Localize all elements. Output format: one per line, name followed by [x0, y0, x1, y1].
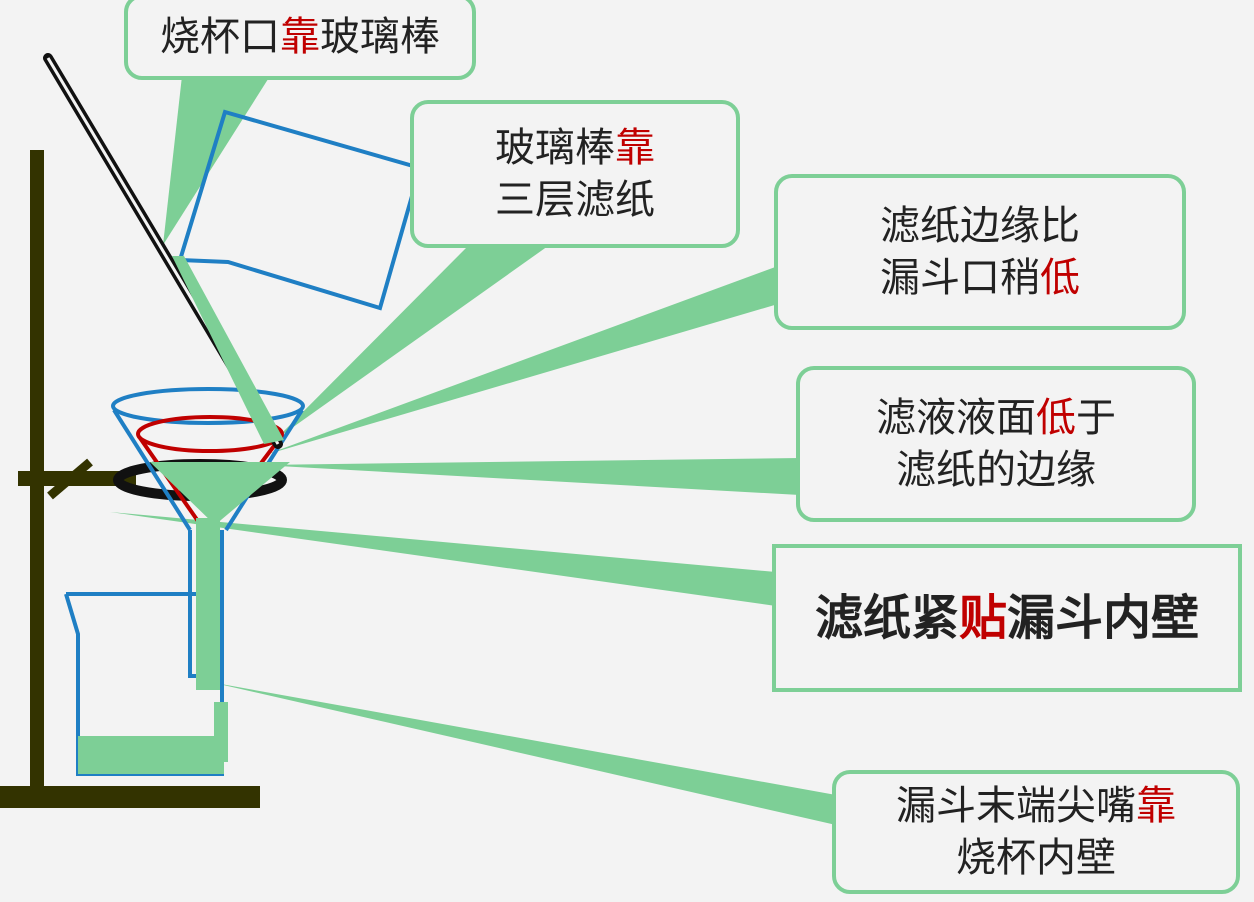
- callout-line: 烧杯口靠玻璃棒: [160, 11, 440, 63]
- stand-base: [0, 786, 260, 808]
- text-plain: 烧杯口: [160, 14, 280, 60]
- text-plain: 滤纸边缘比: [880, 203, 1080, 249]
- callout-line: 三层滤纸: [495, 174, 655, 226]
- stem-liquid: [196, 518, 220, 690]
- text-emphasis: 贴: [958, 589, 1007, 646]
- text-emphasis: 低: [1036, 395, 1076, 441]
- pointer-beaker-spout: [163, 76, 270, 245]
- pointer-rod-to-paper: [275, 246, 548, 440]
- text-plain: 三层滤纸: [495, 177, 655, 223]
- text-plain: 漏斗口稍: [880, 255, 1040, 301]
- text-plain: 玻璃棒: [320, 14, 440, 60]
- callout-line: 烧杯内壁: [956, 832, 1116, 884]
- text-emphasis: 低: [1040, 255, 1080, 301]
- text-plain: 玻璃棒: [495, 125, 615, 171]
- text-plain: 漏斗内壁: [1007, 589, 1200, 646]
- text-plain: 滤纸紧: [814, 589, 959, 646]
- callout-line: 滤纸的边缘: [896, 444, 1096, 496]
- funnel: [111, 387, 305, 762]
- callout-line: 滤纸边缘比: [880, 200, 1080, 252]
- funnel-rim: [111, 387, 305, 425]
- filter-paper-rim: [136, 415, 284, 453]
- text-plain: 漏斗末端尖嘴: [896, 783, 1136, 829]
- text-plain: 滤液液面: [876, 395, 1036, 441]
- callout-beaker-spout-to-rod: 烧杯口靠玻璃棒: [124, 0, 476, 80]
- pouring-liquid-stream: [172, 256, 284, 444]
- funnel-wall-left: [112, 408, 192, 532]
- callout-funnel-tip: 漏斗末端尖嘴靠 烧杯内壁: [832, 770, 1240, 894]
- pointer-paper-fit: [110, 512, 776, 606]
- beaker-filtrate: [78, 736, 224, 774]
- text-emphasis: 靠: [280, 14, 320, 60]
- pointer-liquid-level: [260, 458, 800, 495]
- text-plain: 于: [1076, 395, 1116, 441]
- pointer-funnel-tip: [210, 682, 836, 825]
- callout-pointers: [110, 76, 836, 825]
- pointer-paper-edge: [265, 266, 778, 455]
- callout-line: 漏斗口稍低: [880, 252, 1080, 304]
- text-emphasis: 靠: [1136, 783, 1176, 829]
- callout-line: 滤纸紧贴漏斗内壁: [815, 587, 1199, 649]
- callout-paper-fit: 滤纸紧贴漏斗内壁: [772, 544, 1242, 692]
- callout-liquid-level: 滤液液面低于 滤纸的边缘: [796, 366, 1196, 522]
- funnel-liquid: [150, 462, 290, 525]
- clamp-screw: [47, 458, 93, 500]
- tip-liquid-stream: [214, 702, 228, 762]
- callout-line: 漏斗末端尖嘴靠: [896, 780, 1176, 832]
- text-plain: 烧杯内壁: [956, 835, 1116, 881]
- callout-paper-edge: 滤纸边缘比 漏斗口稍低: [774, 174, 1186, 330]
- text-emphasis: 靠: [615, 125, 655, 171]
- callout-line: 滤液液面低于: [876, 392, 1116, 444]
- callout-rod-to-paper: 玻璃棒靠 三层滤纸: [410, 100, 740, 248]
- pouring-beaker: [177, 109, 423, 311]
- callout-line: 玻璃棒靠: [495, 122, 655, 174]
- text-plain: 滤纸的边缘: [896, 447, 1096, 493]
